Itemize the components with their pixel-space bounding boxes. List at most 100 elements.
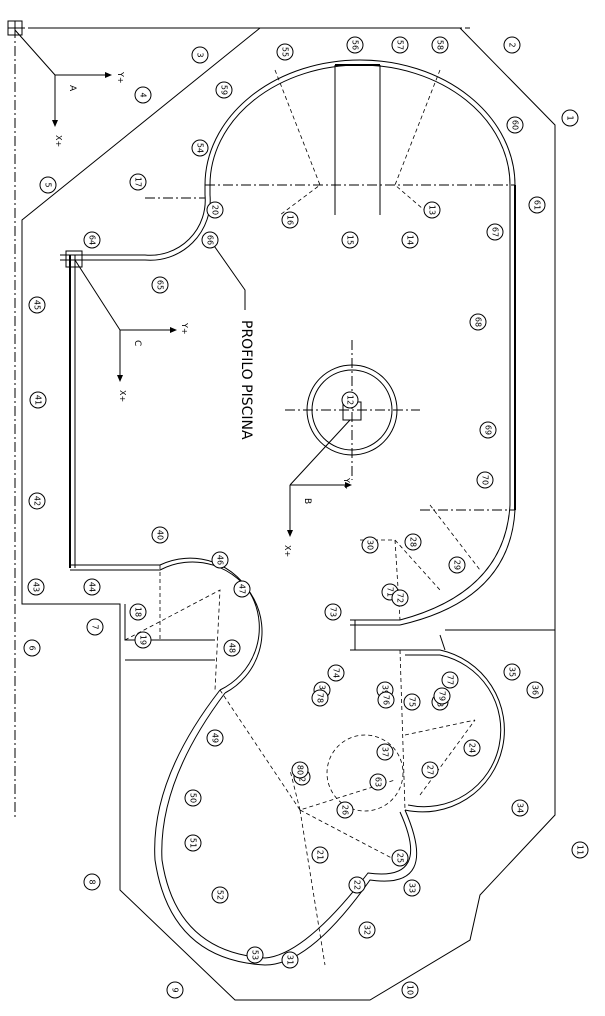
balloon-24: 24 [463, 739, 481, 757]
axis-c-x-label: X+ [118, 390, 127, 402]
balloon-12: 12 [341, 391, 359, 409]
balloon-13: 13 [423, 201, 441, 219]
balloon-28: 28 [404, 533, 422, 551]
balloon-label: 19 [139, 635, 148, 645]
balloon-label: 79 [438, 691, 447, 701]
balloon-label: 47 [238, 584, 247, 594]
balloon-label: 69 [484, 425, 493, 435]
balloon-68: 68 [469, 313, 487, 331]
balloon-label: 53 [251, 950, 260, 960]
balloon-5: 5 [39, 176, 57, 194]
balloon-label: 75 [408, 697, 417, 707]
balloon-25: 25 [391, 849, 409, 867]
balloon-36: 36 [526, 681, 544, 699]
balloon-50: 50 [184, 789, 202, 807]
balloon-label: 36 [531, 685, 540, 695]
balloon-55: 55 [276, 43, 294, 61]
balloon-label: 74 [332, 668, 341, 678]
balloon-31: 31 [281, 951, 299, 969]
balloon-label: 3 [196, 52, 205, 57]
balloon-label: 33 [408, 883, 417, 893]
balloon-label: 52 [216, 890, 225, 900]
balloon-29: 29 [448, 556, 466, 574]
pool-profile [60, 59, 516, 966]
balloon-label: 15 [346, 235, 355, 245]
balloon-label: 18 [134, 607, 143, 617]
balloon-45: 45 [28, 296, 46, 314]
balloon-19: 19 [134, 631, 152, 649]
balloon-label: 48 [228, 643, 237, 653]
balloon-label: 9 [171, 987, 180, 992]
balloon-9: 9 [166, 981, 184, 999]
balloon-43: 43 [27, 578, 45, 596]
balloon-14: 14 [401, 231, 419, 249]
balloon-79: 79 [433, 687, 451, 705]
balloon-70: 70 [476, 471, 494, 489]
balloon-49: 49 [206, 729, 224, 747]
balloon-label: 1 [566, 115, 575, 120]
balloon-66: 66 [201, 231, 219, 249]
axis-a-x-label: X+ [54, 135, 63, 147]
axis-b-x-label: X+ [283, 545, 292, 557]
balloon-15: 15 [341, 231, 359, 249]
balloon-3: 3 [191, 46, 209, 64]
balloon-label: 40 [156, 530, 165, 540]
balloon-label: 43 [32, 582, 41, 592]
axis-a-y-label: Y+ [116, 71, 125, 84]
outer-boundary [21, 27, 556, 1001]
balloon-label: 64 [88, 235, 97, 245]
balloon-48: 48 [223, 639, 241, 657]
balloon-label: 28 [409, 537, 418, 547]
balloon-80: 80 [291, 761, 309, 779]
balloon-40: 40 [151, 526, 169, 544]
balloon-label: 5 [44, 182, 53, 187]
balloon-label: 41 [34, 395, 43, 405]
balloon-58: 58 [431, 36, 449, 54]
balloon-label: 70 [481, 475, 490, 485]
axis-a-name: A [67, 85, 77, 92]
balloon-69: 69 [479, 421, 497, 439]
balloon-label: 34 [516, 803, 525, 813]
balloon-label: 31 [286, 955, 295, 965]
balloon-label: 30 [366, 540, 375, 550]
balloon-label: 21 [316, 850, 325, 860]
balloon-label: 59 [220, 85, 229, 95]
balloon-label: 27 [426, 765, 435, 775]
balloon-label: 71 [386, 587, 395, 597]
balloon-74: 74 [327, 664, 345, 682]
balloon-label: 56 [351, 40, 360, 50]
balloon-44: 44 [83, 578, 101, 596]
balloon-21: 21 [311, 846, 329, 864]
axis-triad-b: Y+ X+ B [283, 419, 352, 557]
balloon-4: 4 [134, 86, 152, 104]
balloon-label: 13 [428, 205, 437, 215]
balloon-label: 63 [374, 777, 383, 787]
balloon-label: 29 [453, 560, 462, 570]
balloon-label: 45 [33, 300, 42, 310]
axis-triad-a: Y+ X+ A [14, 29, 125, 147]
balloon-label: 54 [196, 143, 205, 153]
balloon-42: 42 [28, 492, 46, 510]
balloon-label: 39 [381, 685, 390, 695]
balloon-65: 65 [151, 276, 169, 294]
balloon-60: 60 [506, 116, 524, 134]
balloon-label: 49 [211, 733, 220, 743]
balloon-30: 30 [361, 536, 379, 554]
balloon-label: 67 [491, 227, 500, 237]
balloon-41: 41 [29, 391, 47, 409]
balloon-label: 25 [396, 853, 405, 863]
balloon-label: 8 [88, 879, 97, 884]
balloon-label: 77 [446, 675, 455, 685]
balloon-label: 7 [91, 624, 100, 629]
profile-leader [209, 239, 246, 310]
balloon-51: 51 [184, 834, 202, 852]
balloon-78: 78 [311, 689, 329, 707]
profile-label: PROFILO PISCINA [238, 320, 254, 440]
balloon-20: 20 [206, 201, 224, 219]
balloon-57: 57 [391, 36, 409, 54]
balloon-56: 56 [346, 36, 364, 54]
balloon-label: 10 [406, 985, 415, 995]
balloon-18: 18 [129, 603, 147, 621]
balloon-label: 22 [353, 880, 362, 890]
balloon-label: 65 [156, 280, 165, 290]
